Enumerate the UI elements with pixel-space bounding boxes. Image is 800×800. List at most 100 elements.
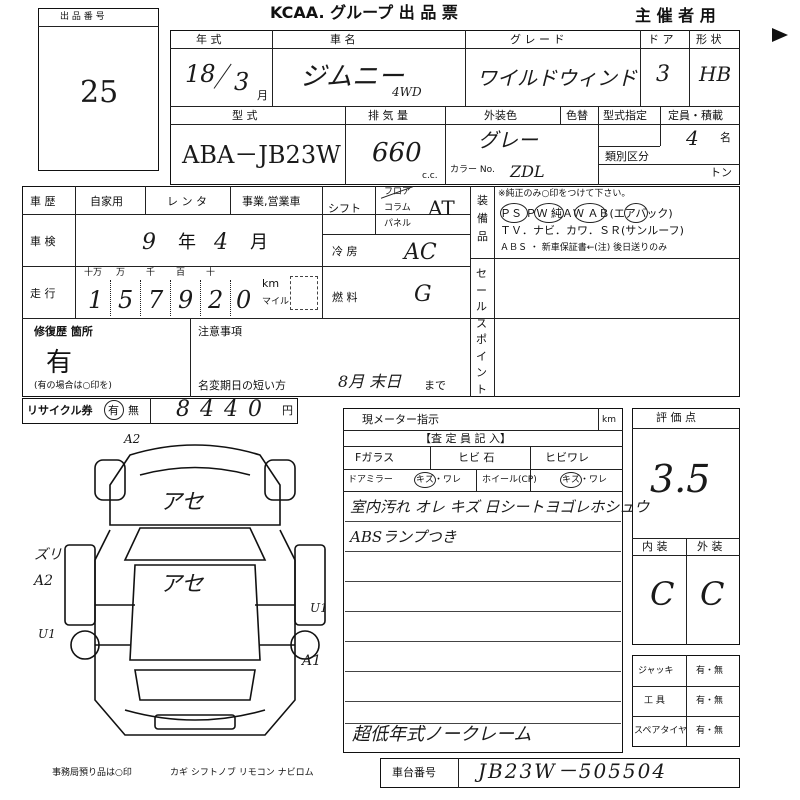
color-no-label: カラー No.: [450, 165, 495, 175]
chassis-label: 車台番号: [392, 766, 436, 779]
recycle-unit: 円: [282, 404, 293, 417]
meter-km-unit: km: [602, 415, 616, 425]
pw-circle: [534, 203, 564, 223]
equipment-line-2: ＴＶ．ナビ．カワ．ＳＲ(サンルーフ): [500, 224, 684, 237]
mileage-digit: 2: [208, 286, 224, 314]
rental-label: レ ン タ: [167, 195, 207, 208]
left-damage-mark-1: ズリ: [34, 547, 62, 563]
repair-history-label: 修復歴 箇所: [34, 325, 93, 338]
inspector-box: [343, 408, 623, 753]
exterior-value: C: [700, 575, 725, 613]
ton-unit: トン: [710, 166, 732, 179]
month-unit: 月: [257, 89, 268, 102]
car-rear-window: [134, 669, 256, 701]
hood-damage-mark: アセ: [160, 490, 204, 515]
digit-header: 十: [206, 268, 216, 278]
displacement-value: 660: [372, 138, 422, 168]
deadline-suffix: まで: [424, 379, 446, 392]
recycle-no: 無: [128, 404, 139, 417]
chassis-value: JB23W－505504: [478, 759, 668, 783]
shift-value: AT: [428, 196, 455, 220]
door-label: ド ア: [648, 33, 674, 46]
mileage-digit: 5: [118, 286, 134, 314]
recycle-yes-circle: [104, 400, 124, 420]
digit-header: 千: [146, 268, 156, 278]
model-label: 型 式: [232, 109, 258, 122]
shape-label: 形 状: [696, 33, 722, 46]
digit-header: 万: [116, 268, 126, 278]
mileage-digit: 7: [148, 286, 164, 314]
cc-unit: c.c.: [422, 171, 438, 181]
recycle-amount: 8440: [176, 397, 272, 422]
mileage-digit: 0: [236, 286, 252, 314]
capacity-unit: 名: [720, 131, 731, 144]
shift-label: シフト: [328, 202, 361, 215]
door-value: 3: [656, 62, 670, 87]
roof-damage-mark: アセ: [160, 572, 204, 597]
deadline-value: 8月 末日: [338, 372, 402, 391]
inspection-year-unit: 年: [178, 232, 196, 253]
inspector-note-1: 室内汚れ オレ キズ 日シートヨゴレホシュウ: [350, 498, 650, 516]
car-windshield: [123, 527, 267, 561]
exterior-color-label: 外装色: [484, 109, 517, 122]
km-unit: km: [262, 277, 280, 290]
mile-unit: マイル: [262, 297, 290, 307]
notes-label: 注意事項: [198, 325, 242, 338]
interior-label: 内 装: [642, 540, 668, 553]
capacity-label: 定員・積載: [668, 109, 723, 122]
corner-mark: [772, 28, 788, 42]
recycle-box: [22, 398, 298, 424]
equipment-note: ※純正のみ○印をつけて下さい。: [498, 189, 631, 199]
tools-yes-no: 有・無: [696, 696, 724, 706]
mileage-digit: 1: [88, 286, 104, 314]
shape-value: HB: [699, 62, 732, 86]
fuel-label: 燃 料: [332, 291, 358, 304]
mileage-digit: 9: [178, 286, 194, 314]
mirror-damage-label: キズ・ワレ: [416, 475, 462, 485]
panel-label: パネル: [384, 219, 412, 229]
inspection-year: 9: [142, 230, 156, 255]
history-label: 車 歴: [30, 195, 56, 208]
right-damage-mark-2: A1: [302, 653, 322, 669]
inspector-note-3: 超低年式ノークレーム: [352, 724, 532, 745]
month-value: 3: [234, 68, 250, 96]
ab-circle: [624, 203, 648, 223]
grade-value: ワイルドウィンド: [477, 66, 637, 90]
sales-point-label: セールスポイント: [476, 267, 487, 396]
top-damage-mark: A2: [124, 432, 141, 446]
car-name-value: ジムニー: [300, 62, 405, 92]
inspection-label: 車 検: [30, 235, 56, 248]
jack-label: ジャッキ: [638, 666, 674, 676]
f-glass-label: Fガラス: [355, 451, 395, 464]
left-damage-mark-3: U1: [38, 627, 56, 641]
mileage-label: 走 行: [30, 287, 56, 300]
office-items-list: カギ シフトノブ リモコン ナビロム: [170, 768, 314, 778]
vehicle-table: [170, 30, 740, 185]
interior-value: C: [650, 575, 675, 613]
inspection-month-unit: 月: [250, 232, 268, 253]
spare-yes-no: 有・無: [696, 726, 724, 736]
digit-header: 十万: [84, 268, 103, 278]
floor-label: フロア: [384, 187, 412, 197]
score-label: 評 価 点: [656, 411, 696, 424]
ps-circle: [500, 203, 528, 223]
year-label: 年 式: [196, 33, 222, 46]
spare-label: スペアタイヤ: [634, 726, 688, 736]
repair-note: (有の場合は○印を): [34, 381, 112, 391]
year-value: 18: [185, 60, 216, 88]
car-name-label: 車 名: [330, 33, 356, 46]
car-roof: [129, 564, 261, 661]
column-label: コラム: [384, 203, 411, 213]
exterior-label: 外 装: [697, 540, 723, 553]
digit-header: 百: [176, 268, 186, 278]
exterior-color-value: グレー: [478, 128, 538, 152]
mile-checkbox: [290, 276, 318, 310]
door-mirror-label: ドアミラー: [348, 475, 393, 485]
class-label: 類別区分: [605, 150, 649, 163]
business-label: 事業,営業車: [242, 195, 301, 208]
color-no-value: ZDL: [510, 162, 545, 181]
repair-history-value: 有: [46, 348, 73, 378]
wheel-damage-circle: [560, 472, 582, 488]
capacity-value: 4: [686, 126, 699, 150]
wheel-label: ホイール(CP): [482, 475, 537, 485]
